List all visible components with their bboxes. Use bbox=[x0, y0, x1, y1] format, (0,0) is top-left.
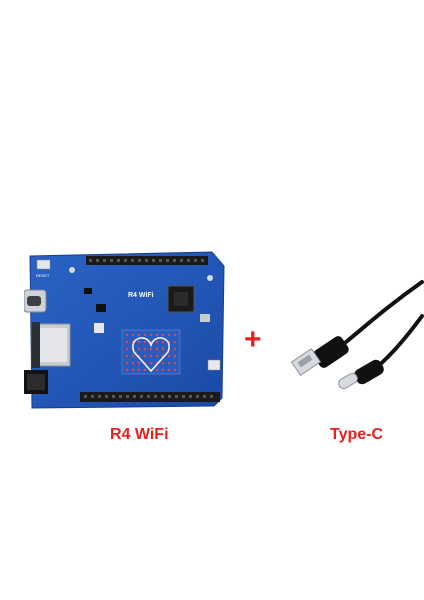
r4-wifi-board-image: RESET R4 WiFi bbox=[24, 251, 225, 409]
usb-a-plug bbox=[290, 336, 349, 377]
type-c-cable-image bbox=[290, 280, 424, 389]
led-heart-pattern bbox=[132, 337, 170, 373]
plus-sign: + bbox=[244, 323, 262, 356]
board-silkscreen: R4 WiFi bbox=[128, 292, 154, 299]
reset-button bbox=[36, 259, 51, 270]
usb-c-plug bbox=[338, 359, 384, 389]
board-caption: R4 WiFi bbox=[110, 426, 169, 443]
cable-caption: Type-C bbox=[330, 426, 384, 443]
reset-silkscreen: RESET bbox=[36, 273, 50, 278]
cable-cord bbox=[344, 280, 424, 344]
led-matrix bbox=[121, 329, 181, 375]
